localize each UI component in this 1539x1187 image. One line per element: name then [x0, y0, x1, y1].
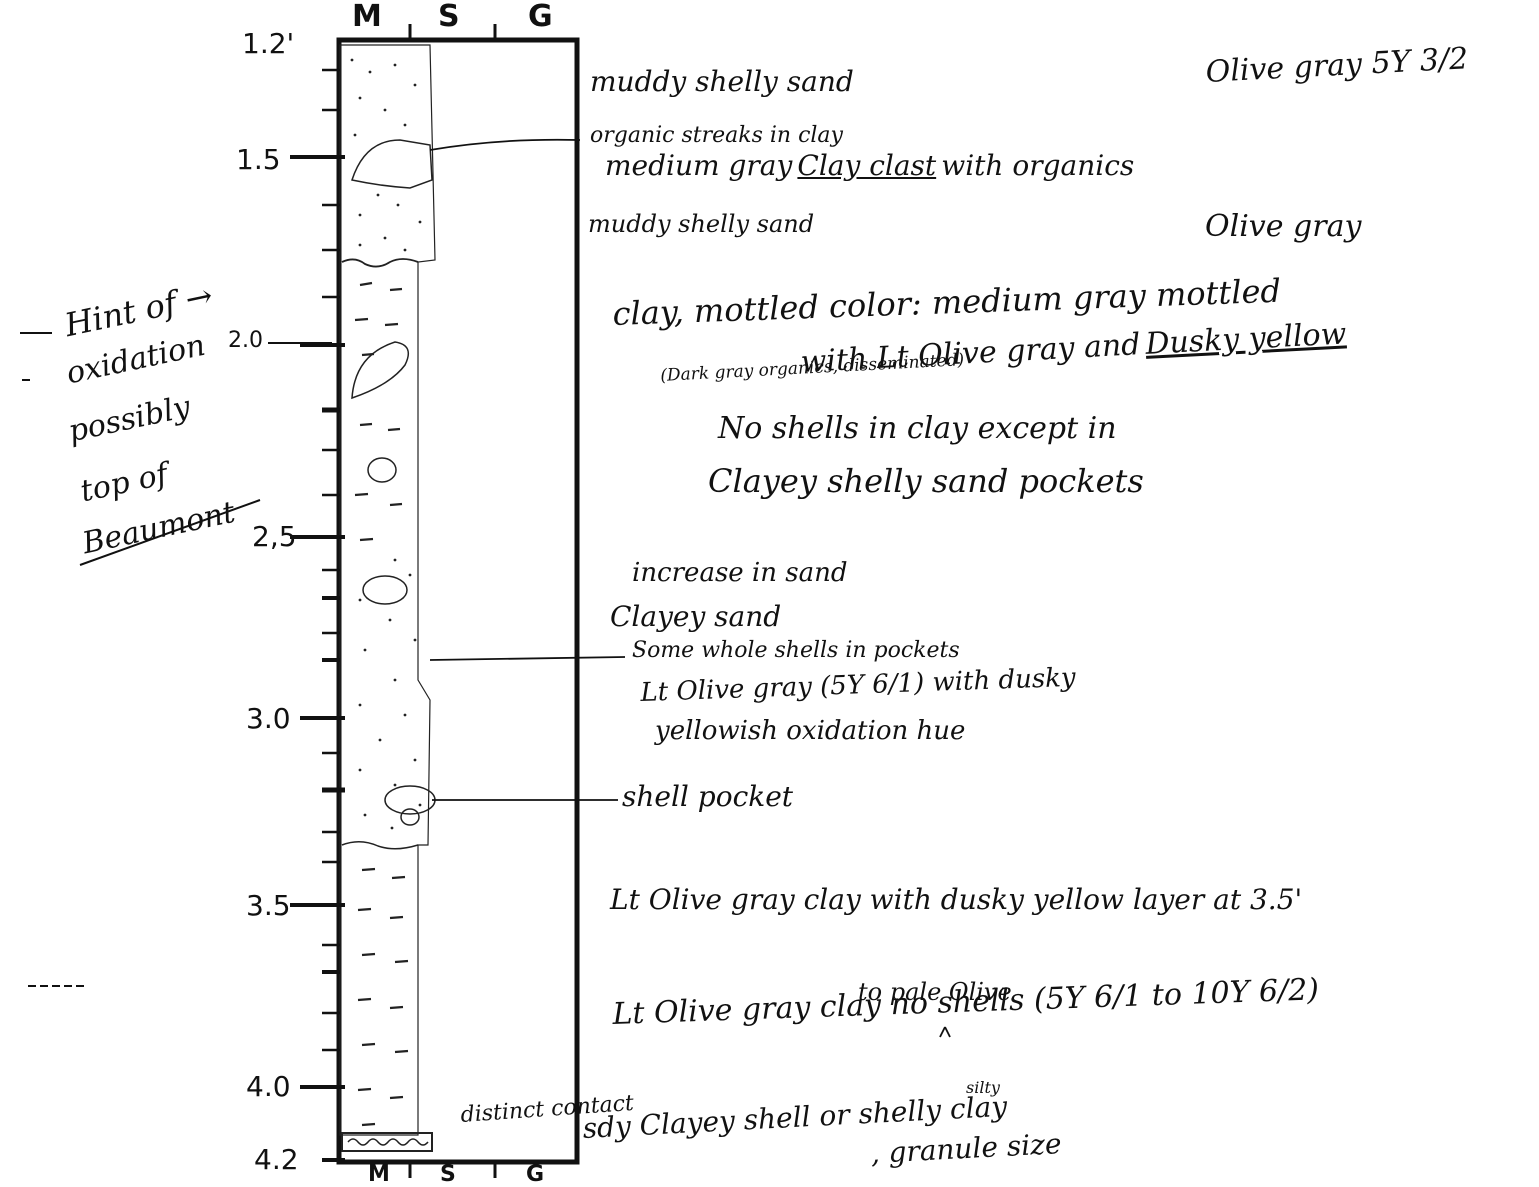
description-line-clay-clast: medium gray Clay clast with organics	[605, 152, 1134, 180]
footer-col-m: M	[368, 1164, 390, 1186]
description-line: yellowish oxidation hue	[655, 718, 965, 744]
clay-dash-pattern	[355, 283, 408, 1125]
core-column-box	[339, 40, 577, 1162]
shell-pocket-sketch-5	[401, 809, 419, 825]
footer-col-s: S	[440, 1164, 456, 1186]
description-line: shell pocket	[622, 783, 793, 811]
description-line: No shells in clay except in	[718, 414, 1117, 444]
depth-label: 3.5	[246, 892, 291, 920]
shell-pocket-sketch-2	[368, 458, 396, 482]
footer-col-g: G	[526, 1164, 544, 1186]
header-col-m: M	[352, 2, 382, 32]
description-line: Lt Olive gray clay with dusky yellow lay…	[610, 886, 1302, 914]
description-part-underlined: Clay clast	[797, 149, 936, 182]
depth-label: 2,5	[252, 523, 297, 551]
description-line: muddy shelly sand	[588, 212, 814, 236]
depth-label: 1.5	[236, 146, 281, 174]
header-col-g: G	[528, 2, 553, 32]
description-line: Some whole shells in pockets	[632, 640, 960, 662]
description-part: with organics	[941, 149, 1134, 182]
description-line: muddy shelly sand	[590, 68, 854, 96]
description-line: organic streaks in clay	[590, 125, 843, 147]
description-part: medium gray	[605, 149, 792, 182]
description-line: Clayey shelly sand pockets	[708, 465, 1144, 497]
shell-pocket-sketch-1	[352, 342, 408, 398]
depth-label: 1.2'	[242, 30, 294, 58]
leader-line-shell-pockets	[430, 657, 625, 660]
olive-gray-note: Olive gray	[1205, 212, 1361, 242]
description-line: increase in sand	[632, 560, 848, 586]
sand-stipple-pattern	[351, 59, 422, 830]
depth-label: 4.0	[246, 1073, 291, 1101]
header-col-s: S	[438, 2, 460, 32]
insertion-caret-left	[940, 1027, 945, 1037]
description-line: Clayey sand	[610, 603, 781, 631]
basal-shell-marks	[348, 1139, 428, 1145]
wavy-contact-1	[342, 259, 418, 267]
shell-pocket-sketch-3	[363, 576, 407, 604]
leader-line-clay-clast	[430, 140, 580, 150]
clay-clast-sketch	[352, 140, 432, 188]
wavy-contact-2	[342, 842, 418, 849]
depth-label: 4.2	[254, 1146, 299, 1174]
depth-label: 2.0	[228, 330, 263, 352]
depth-label: 3.0	[246, 705, 291, 733]
shell-pocket-sketch-4	[385, 786, 435, 814]
insertion-caret-right	[945, 1027, 950, 1037]
lithology-strip	[340, 45, 435, 1135]
